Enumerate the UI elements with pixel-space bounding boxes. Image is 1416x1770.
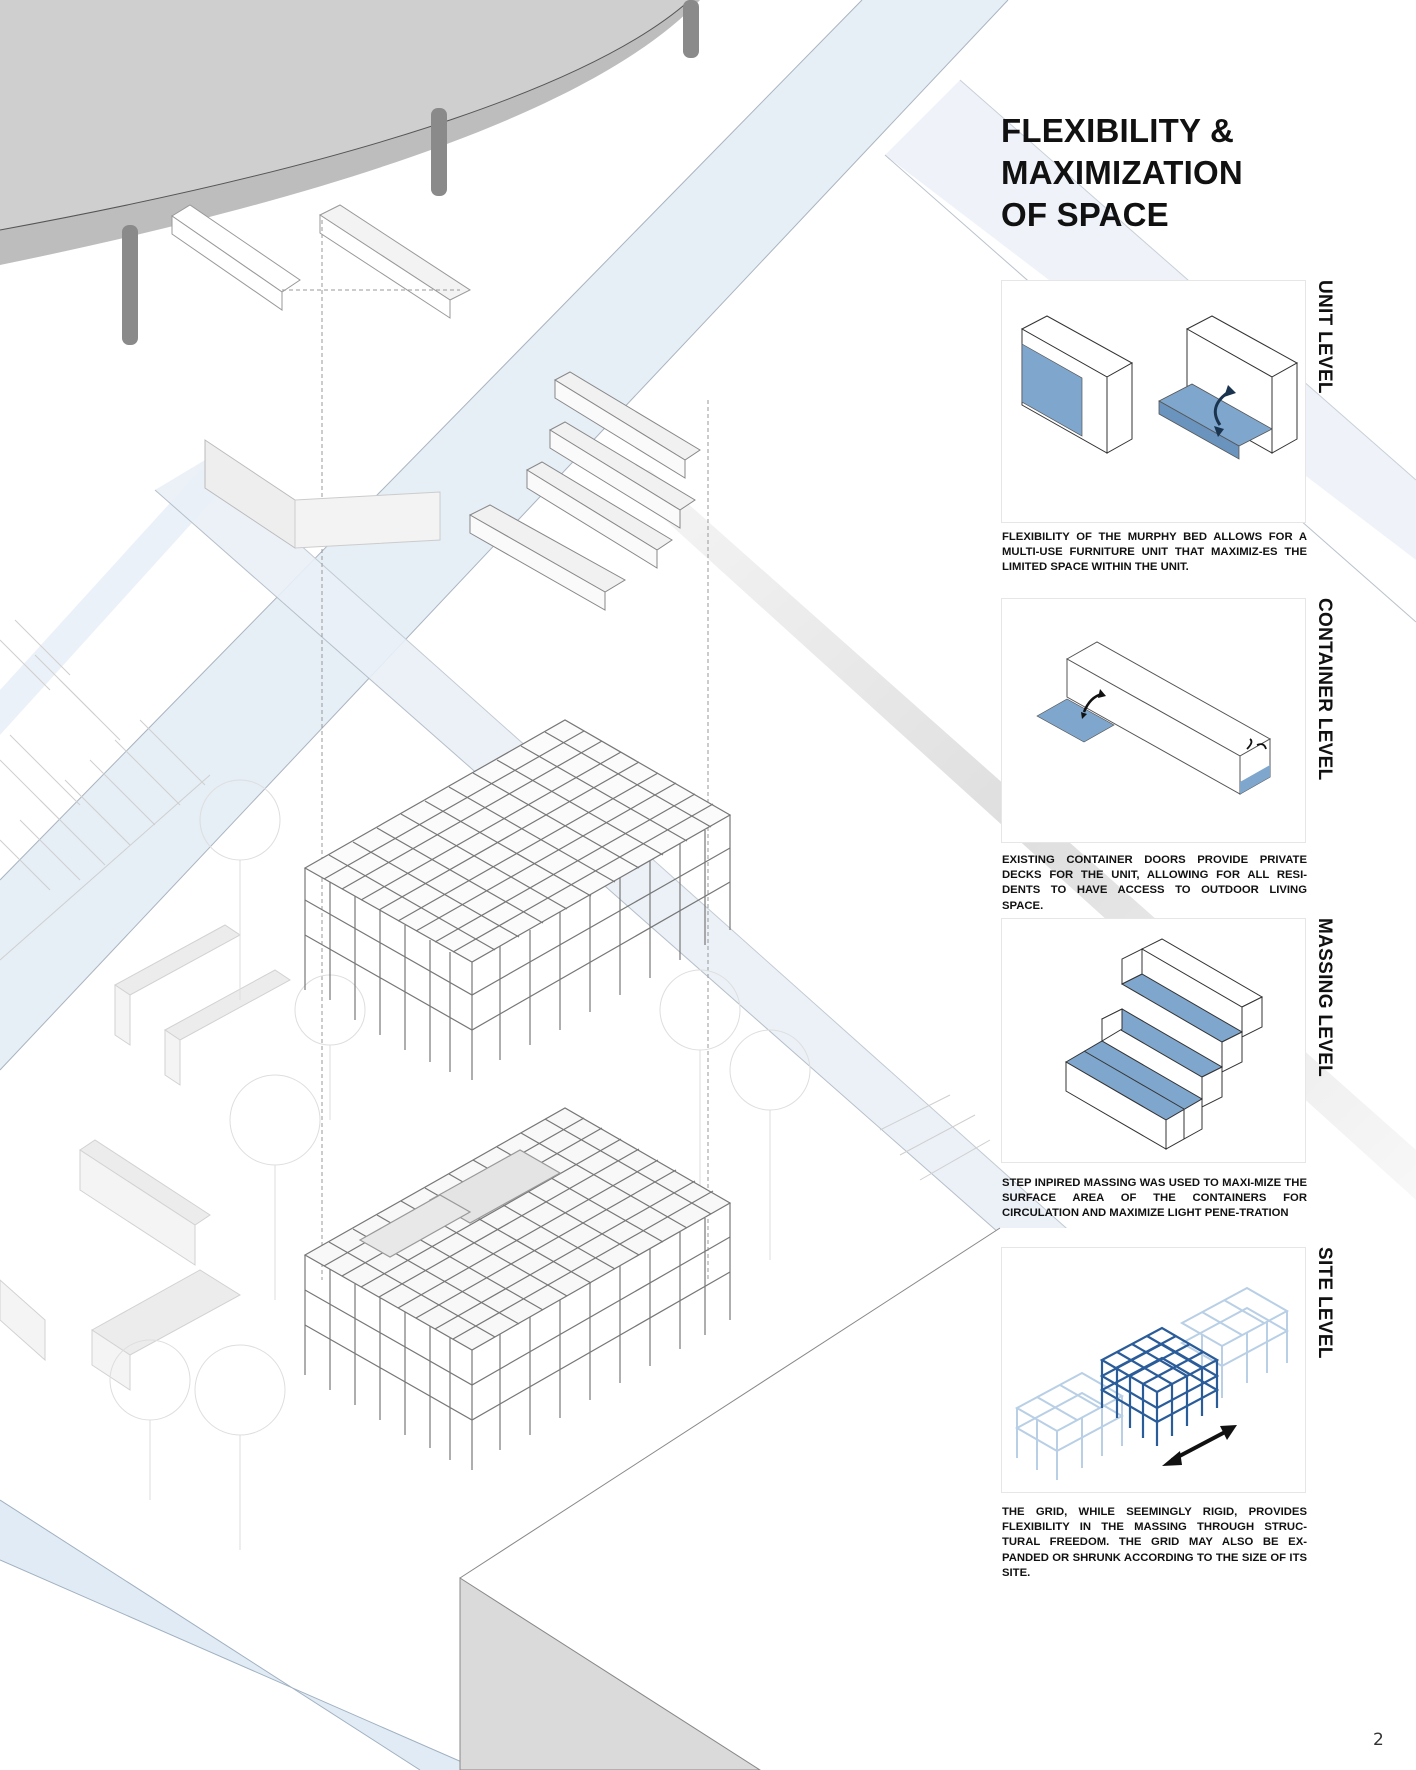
overpass xyxy=(0,0,700,345)
stepped-massing-diagram-icon xyxy=(1065,938,1264,1150)
site-level-description: THE GRID, WHILE SEEMINGLY RIGID, PROVIDE… xyxy=(1002,1506,1307,1579)
title-line-2: MAXIMIZATION xyxy=(1001,154,1243,191)
title-line-3: OF SPACE xyxy=(1001,196,1169,233)
page-number: 2 xyxy=(1373,1730,1384,1750)
expandable-grid-diagram-icon xyxy=(1014,1286,1290,1480)
site-level-label: SITE LEVEL xyxy=(1314,1247,1335,1359)
structural-grid-upper xyxy=(303,719,732,1080)
massing-level-label: MASSING LEVEL xyxy=(1314,918,1335,1078)
unit-level-label: UNIT LEVEL xyxy=(1314,280,1335,394)
background-containers xyxy=(0,924,291,1391)
container-level-label: CONTAINER LEVEL xyxy=(1314,598,1335,781)
trees xyxy=(109,779,811,1550)
massing-level-panel xyxy=(1001,918,1306,1163)
stacked-containers xyxy=(468,371,701,611)
unit-level-panel xyxy=(1001,280,1306,523)
container-level-panel xyxy=(1001,598,1306,843)
murphy-bed-diagram-icon xyxy=(1020,315,1299,460)
massing-level-description: STEP INPIRED MASSING WAS USED TO MAXI-MI… xyxy=(1002,1177,1307,1220)
page-title: FLEXIBILITY & MAXIMIZATION OF SPACE xyxy=(1001,110,1243,236)
container-doors-diagram-icon xyxy=(1036,641,1272,795)
structural-grid-lower xyxy=(303,1107,732,1470)
container-level-description: EXISTING CONTAINER DOORS PROVIDE PRIVATE… xyxy=(1002,854,1307,912)
title-line-1: FLEXIBILITY & xyxy=(1001,112,1235,149)
unit-level-description: FLEXIBILITY OF THE MURPHY BED ALLOWS FOR… xyxy=(1002,531,1307,574)
parking-lines xyxy=(0,619,991,1181)
unit-modules-top xyxy=(171,204,709,1280)
site-level-panel xyxy=(1001,1247,1306,1493)
fence-wall xyxy=(204,439,441,549)
